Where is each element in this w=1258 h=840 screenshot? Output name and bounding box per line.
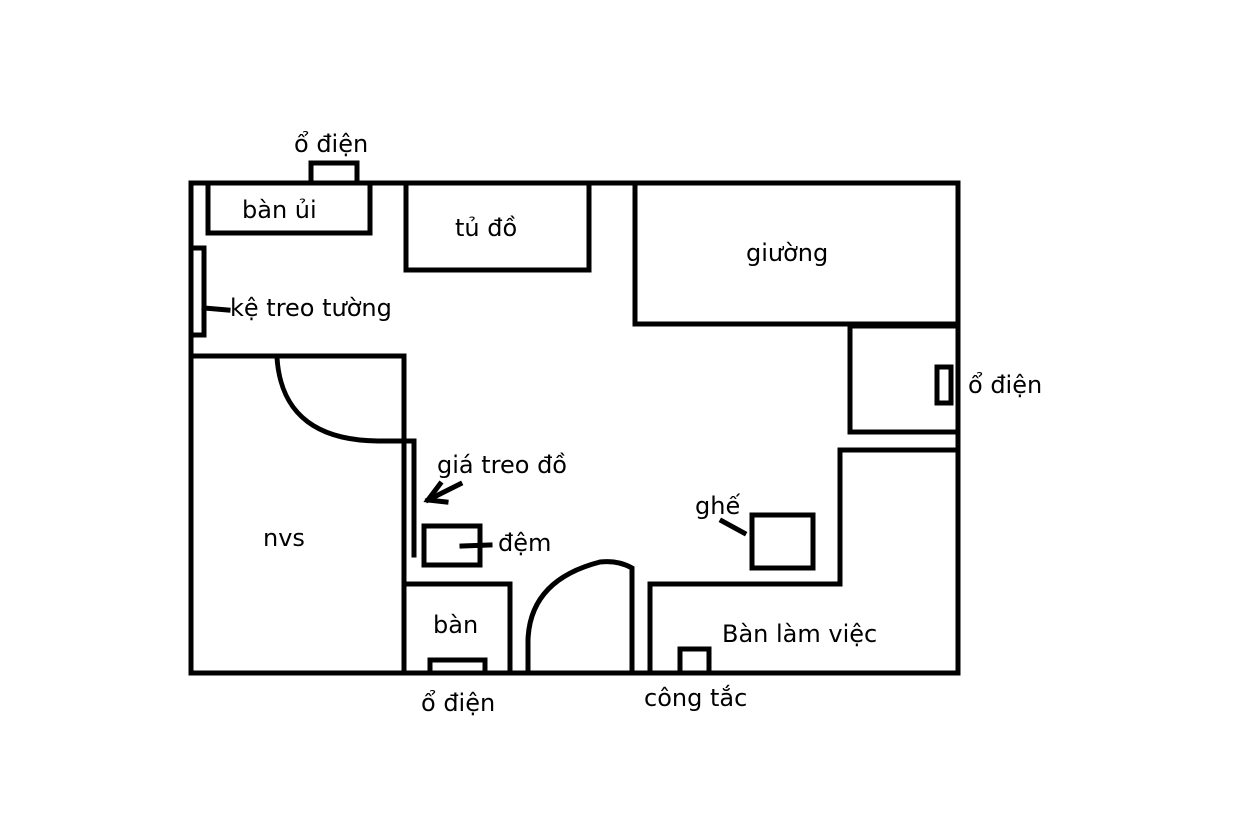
bathroom-label: nvs bbox=[263, 524, 305, 552]
chair-pointer bbox=[718, 517, 748, 537]
wardrobe-shape bbox=[403, 180, 592, 273]
entrance-door-arc bbox=[525, 559, 635, 676]
switch-shape bbox=[677, 646, 712, 676]
bed-shape bbox=[632, 180, 961, 327]
desk-shape bbox=[647, 447, 961, 676]
outlet-bottom-label: ổ điện bbox=[421, 689, 495, 717]
wall-shelf-pointer bbox=[201, 305, 231, 313]
bed-label: giường bbox=[746, 239, 828, 267]
outlet-top-label: ổ điện bbox=[294, 130, 368, 158]
clothes-rack-arrow-shaft bbox=[424, 480, 464, 504]
outlet-top-shape bbox=[308, 160, 360, 186]
table-shape bbox=[401, 581, 513, 676]
cushion-label: đệm bbox=[498, 529, 551, 557]
ironing-table-shape bbox=[205, 180, 373, 236]
outlet-right-shape bbox=[934, 364, 954, 406]
outlet-right-label: ổ điện bbox=[968, 371, 1042, 399]
ironing-table-label: bàn ủi bbox=[242, 196, 317, 224]
desk-label: Bàn làm việc bbox=[722, 620, 877, 648]
switch-label: công tắc bbox=[644, 683, 747, 712]
wall-shelf-shape bbox=[188, 245, 207, 338]
wardrobe-label: tủ đồ bbox=[455, 214, 517, 242]
clothes-rack-label: giá treo đồ bbox=[437, 451, 567, 479]
chair-label: ghế bbox=[695, 492, 740, 520]
bathroom-door-arc bbox=[274, 355, 417, 444]
cushion-pointer bbox=[459, 542, 493, 549]
room-outer-wall bbox=[188, 180, 961, 676]
wall-shelf-label: kệ treo tường bbox=[230, 294, 392, 322]
table-label: bàn bbox=[433, 611, 478, 639]
outlet-bottom-shape bbox=[427, 657, 488, 676]
bathroom-wall bbox=[188, 353, 407, 676]
right-cabinet-shape bbox=[847, 323, 961, 435]
clothes-rack-arrow-head bbox=[423, 480, 449, 505]
chair-shape bbox=[749, 512, 816, 571]
